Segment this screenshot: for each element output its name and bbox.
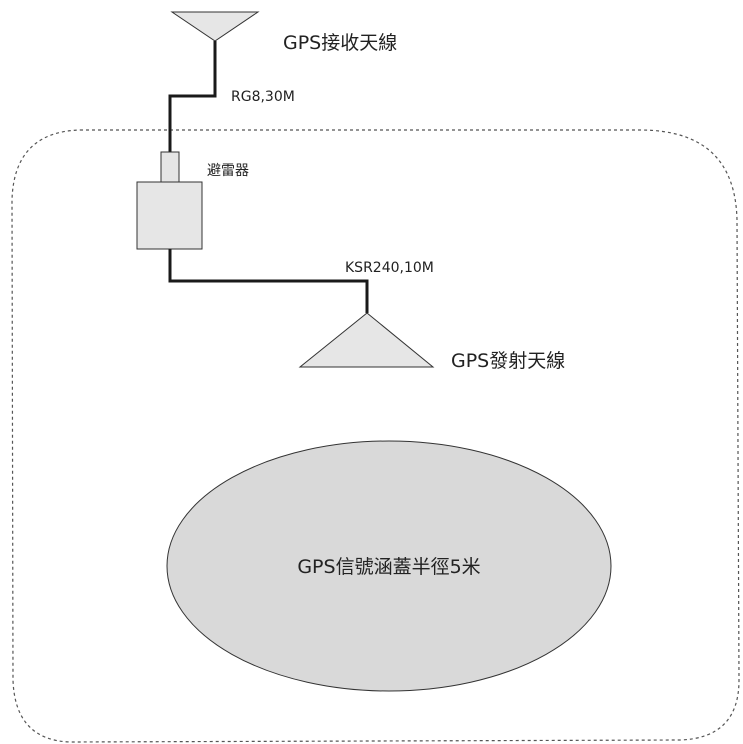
transmit-antenna-icon xyxy=(298,312,435,368)
transmit-antenna-label: GPS發射天線 xyxy=(451,350,565,372)
cable-rg8 xyxy=(168,41,217,152)
cable-rg8-label: RG8,30M xyxy=(231,89,295,105)
cable-ksr240 xyxy=(168,249,369,313)
receive-antenna-icon xyxy=(170,11,260,42)
coverage-area-boundary xyxy=(11,129,740,743)
coverage-label: GPS信號涵蓋半徑5米 xyxy=(297,556,480,578)
receive-antenna-label: GPS接收天線 xyxy=(283,32,397,54)
coverage-ellipse xyxy=(166,440,612,692)
lightning-arrester-icon xyxy=(136,181,203,250)
cable-ksr240-label: KSR240,10M xyxy=(345,260,434,276)
arrester-connector-icon xyxy=(160,151,180,183)
lightning-arrester-label: 避雷器 xyxy=(207,163,249,179)
